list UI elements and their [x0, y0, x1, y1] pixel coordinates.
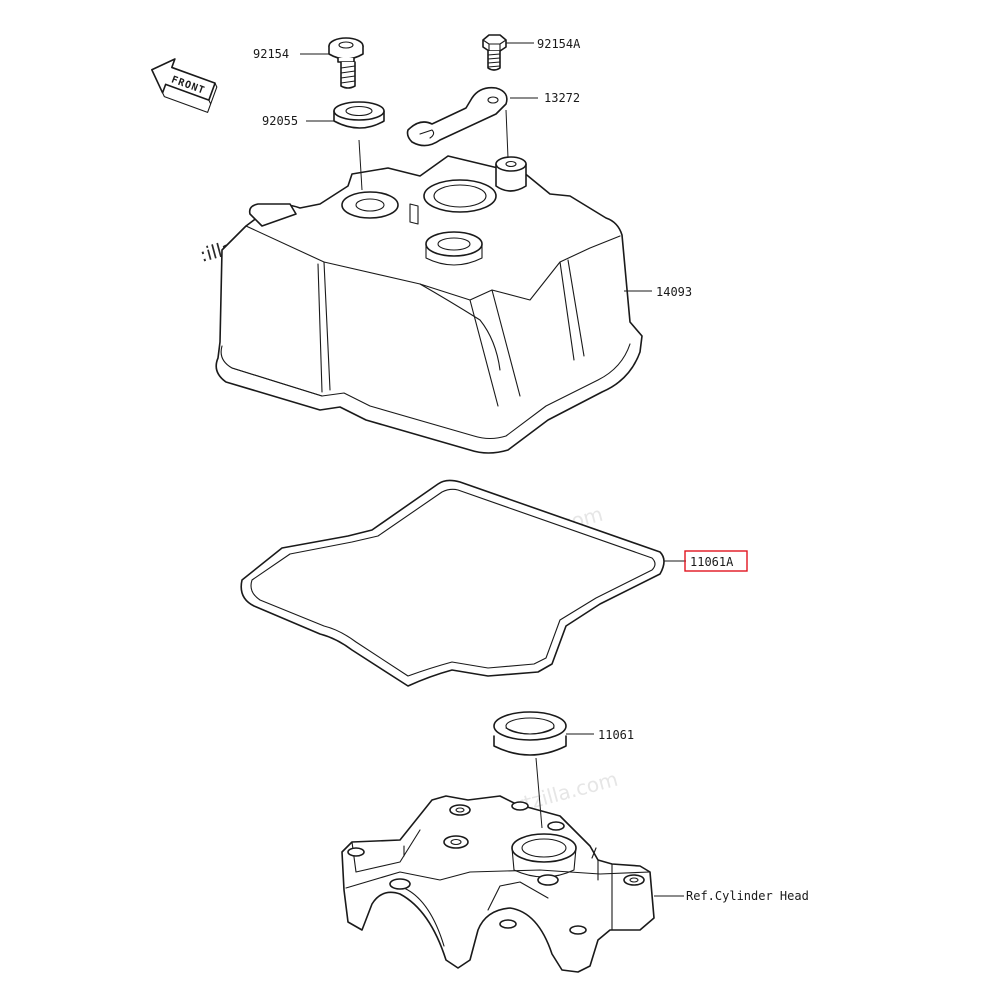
callout-11061: 11061 — [598, 728, 634, 742]
cylinder-head-cover-14093 — [215, 155, 643, 454]
callout-92055: 92055 — [262, 114, 298, 128]
callout-92154: 92154 — [253, 47, 289, 61]
bolt-92154A — [482, 34, 507, 71]
front-arrow-icon: FRONT — [151, 58, 218, 113]
bracket-13272 — [406, 86, 508, 147]
grommet-92055 — [333, 101, 385, 129]
callout-92154A: 92154A — [537, 37, 581, 51]
callout-cylinder-head: Ref.Cylinder Head — [686, 889, 809, 903]
cylinder-head-reference — [341, 795, 655, 973]
callout-14093: 14093 — [656, 285, 692, 299]
leader-lines — [300, 42, 686, 897]
callout-11061A[interactable]: 11061A — [690, 555, 734, 569]
callout-labels: 92154 92154A 13272 92055 14093 11061A 11… — [253, 37, 809, 903]
seal-ring-11061 — [493, 711, 567, 756]
callout-13272: 13272 — [544, 91, 580, 105]
highlight-box — [684, 550, 748, 572]
gasket-11061A — [240, 479, 665, 687]
bolt-92154 — [328, 37, 364, 89]
